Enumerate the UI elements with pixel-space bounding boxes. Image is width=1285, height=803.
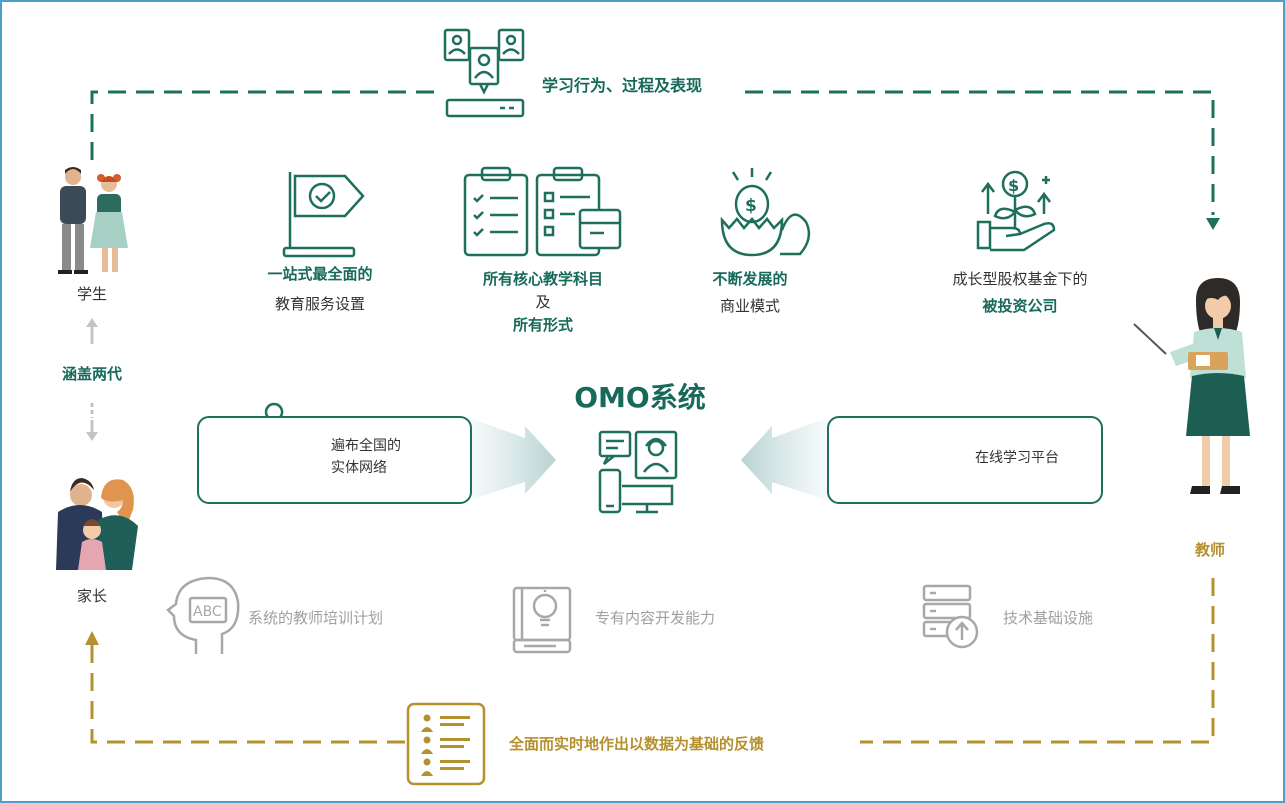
flag-check-icon — [282, 172, 365, 258]
arrow-up-to-parents — [85, 631, 99, 645]
online-support-devices-icon — [598, 430, 678, 514]
feedback-report-icon — [406, 702, 486, 786]
svg-text:$: $ — [745, 196, 757, 216]
clipboards-icon — [463, 166, 622, 257]
arrow-down-to-teacher — [1206, 218, 1220, 230]
growing-money-icon: $ — [976, 170, 1056, 252]
feature-2-connector: 及 — [535, 293, 551, 311]
cone-arrow-left — [470, 418, 556, 500]
top-flow-label: 学习行为、过程及表现 — [538, 76, 707, 96]
physical-network-line-2: 实体网络 — [331, 460, 387, 476]
feature-2-highlight: 所有核心教学科目 — [482, 270, 603, 288]
teacher-illustration — [1133, 278, 1250, 494]
feature-3-highlight: 不断发展的 — [712, 270, 788, 288]
feature-4-highlight: 被投资公司 — [982, 297, 1058, 315]
bottom-feedback-path — [90, 578, 1215, 744]
coverage-arrows — [86, 318, 98, 441]
physical-network-box: 遍布全国的 实体网络 — [197, 416, 472, 504]
feature-1-text: 教育服务设置 — [274, 295, 365, 313]
feature-3-text: 商业模式 — [719, 297, 780, 315]
head-abc-icon: ABC — [166, 576, 240, 654]
coverage-label: 涵盖两代 — [61, 365, 122, 383]
svg-text:$: $ — [1008, 176, 1019, 195]
parents-illustration — [56, 478, 138, 570]
feature-2-highlight-2: 所有形式 — [512, 316, 573, 334]
teacher-label: 教师 — [1194, 541, 1225, 559]
capability-content-development: 专有内容开发能力 — [595, 609, 716, 627]
capability-tech-infrastructure: 技术基础设施 — [1003, 609, 1094, 627]
online-platform-label: 在线学习平台 — [975, 450, 1059, 466]
hatching-egg-icon: $ — [720, 168, 811, 257]
students-label: 学生 — [76, 285, 107, 303]
book-lightbulb-icon — [512, 586, 572, 654]
people-cards-monitor-icon — [443, 28, 525, 118]
capability-teacher-training: 系统的教师培训计划 — [248, 609, 384, 627]
omo-title: OMO系统 — [574, 381, 706, 414]
feature-1-highlight: 一站式最全面的 — [267, 265, 373, 283]
cone-arrow-right — [741, 418, 827, 500]
online-platform-box: 在线学习平台 — [827, 416, 1103, 504]
parents-label: 家长 — [76, 587, 107, 605]
svg-text:ABC: ABC — [193, 604, 222, 620]
server-upload-icon — [922, 584, 979, 649]
physical-network-line-1: 遍布全国的 — [331, 438, 401, 454]
bottom-flow-label: 全面而实时地作出以数据为基础的反馈 — [505, 734, 769, 754]
top-feedback-path — [90, 90, 1215, 215]
feature-4-text: 成长型股权基金下的 — [952, 270, 1088, 288]
students-illustration — [58, 167, 128, 274]
